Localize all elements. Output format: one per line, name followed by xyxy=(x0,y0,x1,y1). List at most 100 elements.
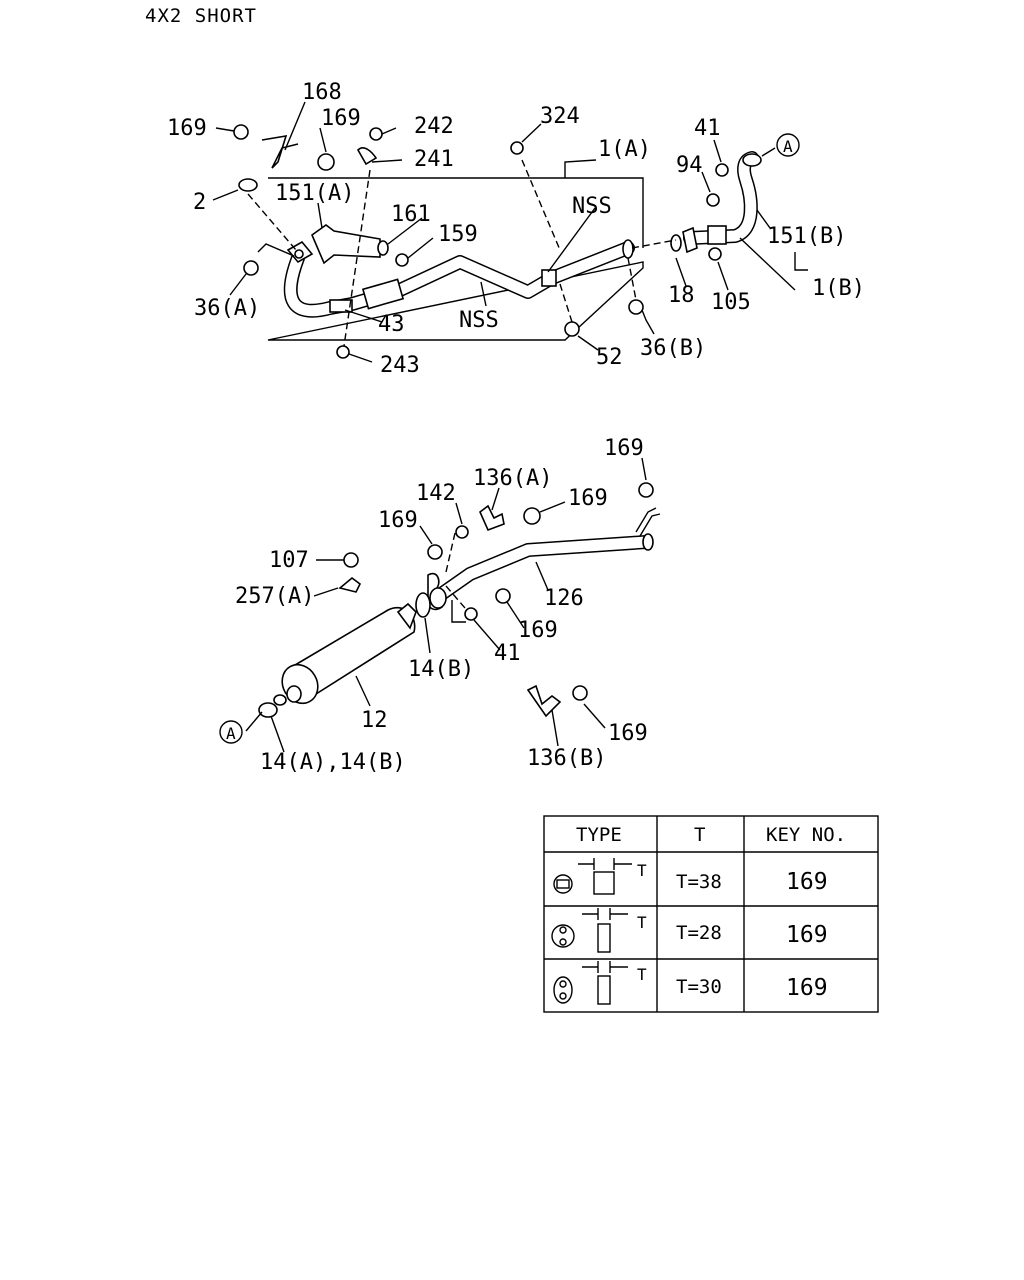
label-151b: 151(B) xyxy=(767,224,846,249)
label-12: 12 xyxy=(361,708,388,733)
label-241: 241 xyxy=(414,147,454,172)
table-cell-key: 169 xyxy=(786,975,828,1001)
muffler-12 xyxy=(281,602,417,705)
gasket-14b-icon xyxy=(415,592,431,618)
nut-36b-icon xyxy=(628,299,644,315)
label-324: 324 xyxy=(540,104,580,129)
bushing-169-icon xyxy=(523,507,541,525)
leader-lines xyxy=(245,457,647,753)
table-row: T T=30 169 xyxy=(553,961,828,1005)
diagram-title: 4X2 SHORT xyxy=(145,5,257,27)
label-169: 169 xyxy=(568,486,608,511)
bushing-169-icon xyxy=(638,482,654,498)
label-142: 142 xyxy=(416,481,456,506)
table-header-t: T xyxy=(694,824,705,846)
dash-line xyxy=(631,239,677,249)
label-169: 169 xyxy=(608,721,648,746)
washer-161-icon xyxy=(377,240,389,256)
t-marker: T xyxy=(637,965,647,984)
label-36a: 36(A) xyxy=(194,296,260,321)
reference-a-marker xyxy=(219,720,243,744)
dash-line xyxy=(445,532,456,573)
bushing-169-icon xyxy=(233,124,249,140)
table-cell-key: 169 xyxy=(786,922,828,948)
bolt-94-icon xyxy=(706,193,720,207)
nut-36a-icon xyxy=(243,260,259,276)
table-border xyxy=(543,815,879,1013)
label-169: 169 xyxy=(321,106,361,131)
label-36b: 36(B) xyxy=(640,336,706,361)
leader-lines xyxy=(212,101,808,363)
front-pipe-assembly: 168 169 169 242 241 324 1(A) 41 94 A 2 1… xyxy=(167,80,865,378)
bolt-159-icon xyxy=(395,253,409,267)
hanger-168 xyxy=(261,134,299,169)
label-1b: 1(B) xyxy=(812,276,865,301)
bolt-242-icon xyxy=(369,127,383,141)
bushing-169-icon xyxy=(427,544,443,560)
dash-line xyxy=(247,193,297,251)
catalyst-body xyxy=(361,278,405,310)
table-row: T T=38 169 xyxy=(553,858,828,895)
nss-clamp xyxy=(541,269,557,287)
tail-flange-ring xyxy=(429,587,447,609)
label-1a: 1(A) xyxy=(598,137,651,162)
muffler-inlet xyxy=(273,694,287,706)
flange-hole xyxy=(294,249,304,259)
label-151a: 151(A) xyxy=(275,181,354,206)
nut-52-icon xyxy=(564,321,580,337)
hanger-136b xyxy=(526,684,562,718)
bushing-169-icon xyxy=(317,153,335,171)
flange-151b xyxy=(682,226,698,254)
label-2: 2 xyxy=(193,190,206,215)
bushing-type-3-icon xyxy=(553,976,573,1004)
group-outline xyxy=(267,177,644,341)
label-94: 94 xyxy=(676,153,703,178)
label-18: 18 xyxy=(668,283,695,308)
label-107: 107 xyxy=(269,548,309,573)
dash-line xyxy=(559,283,573,323)
table-cell-t: T=30 xyxy=(676,976,722,998)
reference-a-label: A xyxy=(226,724,236,743)
table-cell-t: T=38 xyxy=(676,871,722,893)
nut-105-icon xyxy=(708,247,722,261)
t-marker: T xyxy=(637,913,647,932)
clamp-43 xyxy=(329,299,353,313)
gasket-18-icon xyxy=(670,234,682,252)
label-nss: NSS xyxy=(459,308,499,333)
bushing-169-icon xyxy=(495,588,511,604)
pipe-1b-flange xyxy=(742,153,762,167)
nut-243-icon xyxy=(336,345,350,359)
label-159: 159 xyxy=(438,222,478,247)
label-nss: NSS xyxy=(572,194,612,219)
label-169: 169 xyxy=(518,618,558,643)
hanger-136a xyxy=(479,504,505,532)
bushing-type-2-icon xyxy=(551,924,575,948)
t-marker: T xyxy=(637,861,647,880)
label-136b: 136(B) xyxy=(527,746,606,771)
label-257a: 257(A) xyxy=(235,584,314,609)
label-52: 52 xyxy=(596,345,623,370)
label-242: 242 xyxy=(414,114,454,139)
label-243: 243 xyxy=(380,353,420,378)
table-row: T T=28 169 xyxy=(551,908,828,953)
table-cell-t: T=28 xyxy=(676,922,722,944)
bracket-257a xyxy=(338,576,362,593)
dash-line xyxy=(445,585,466,609)
label-161: 161 xyxy=(391,202,431,227)
nut-41-icon xyxy=(464,607,478,621)
label-126: 126 xyxy=(544,586,584,611)
table-header-key-no: KEY NO. xyxy=(766,824,846,846)
label-169: 169 xyxy=(604,436,644,461)
label-168: 168 xyxy=(302,80,342,105)
label-169: 169 xyxy=(167,116,207,141)
reference-a-marker xyxy=(776,133,800,157)
gasket-14a-icon xyxy=(258,702,278,718)
label-14a-14b: 14(A),14(B) xyxy=(260,750,406,775)
table-cell-key: 169 xyxy=(786,869,828,895)
tail-pipe-end xyxy=(642,533,654,551)
dash-line xyxy=(627,257,637,301)
label-41: 41 xyxy=(494,641,521,666)
dash-line xyxy=(521,159,561,251)
bolt-142-icon xyxy=(455,525,469,539)
